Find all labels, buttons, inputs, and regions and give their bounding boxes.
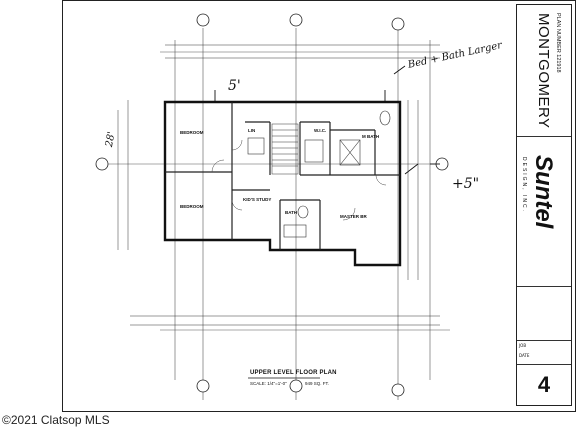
handwritten-top-dimension: 5' [228, 78, 241, 94]
room-label-m-bath: M BATH [362, 134, 380, 139]
room-label-bedroom-1: BEDROOM [180, 130, 204, 135]
dimension-lines [117, 44, 440, 326]
room-label-bath: BATH [285, 210, 298, 215]
bath-fixtures [247, 110, 391, 238]
room-label-lin: LIN [248, 128, 256, 133]
room-label-bedroom-2: BEDROOM [180, 204, 204, 209]
interior-walls [165, 102, 400, 250]
handwritten-right-dimension: +5" [452, 176, 480, 192]
title-block-notes-cell [517, 287, 571, 341]
door-swings [211, 139, 387, 221]
plan-scale: SCALE: 1/4"=1'-0" [250, 381, 287, 386]
plan-area: 949 SQ. FT. [305, 381, 330, 386]
title-block: MONTGOMERY PLAN NUMBER 121918 Suntel DES… [516, 4, 572, 406]
plan-name: MONTGOMERY [535, 13, 552, 129]
mls-watermark: ©2021 Clatsop MLS [2, 413, 110, 427]
drawing-sheet [62, 0, 576, 412]
title-block-company-cell: Suntel DESIGN, INC. [517, 137, 571, 287]
company-logo: Suntel [530, 155, 557, 229]
date-label: DATE [519, 353, 530, 358]
grid-lines [100, 28, 450, 400]
sheet-number: 4 [537, 372, 551, 397]
room-label-master-br: MASTER BR [340, 214, 367, 219]
room-label-wic: W.I.C. [314, 128, 327, 133]
title-block-plan-name-cell: MONTGOMERY PLAN NUMBER 121918 [517, 5, 571, 137]
company-subtitle: DESIGN, INC. [521, 157, 527, 213]
plan-title: UPPER LEVEL FLOOR PLAN [250, 370, 337, 376]
handwritten-markups [214, 65, 440, 175]
exterior-walls [163, 100, 402, 267]
grid-bubbles [95, 13, 449, 397]
room-label-kids-study: KID'S STUDY [243, 197, 272, 202]
plan-number: PLAN NUMBER 121918 [555, 13, 561, 73]
job-label: JOB [519, 343, 527, 348]
stair-treads [271, 123, 299, 175]
title-block-job-cell: JOB DATE [517, 341, 571, 365]
